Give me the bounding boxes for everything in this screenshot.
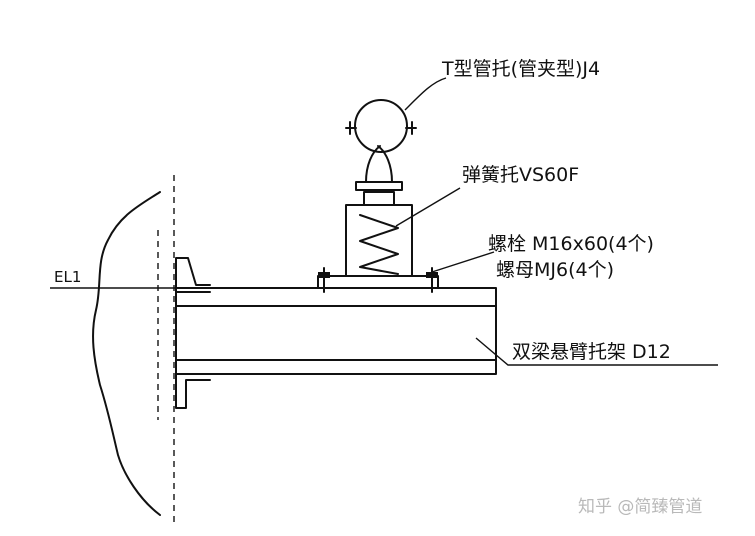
spring-can — [345, 204, 413, 277]
spring-top-flange — [355, 181, 403, 191]
leader-bolt — [431, 251, 495, 273]
pipe-circle — [354, 99, 408, 153]
nut-left — [318, 272, 330, 278]
upper-angle-bracket — [175, 257, 211, 293]
wall-outline — [92, 191, 161, 516]
nut-right — [426, 272, 438, 278]
pipe-clamp — [345, 121, 417, 135]
leader-cantilever — [475, 337, 718, 366]
spring-load-column — [363, 191, 395, 206]
label-spring-support: 弹簧托VS60F — [462, 164, 579, 186]
elevation-label: EL1 — [54, 268, 81, 286]
label-nut: 螺母MJ6(4个) — [496, 259, 614, 281]
leader-spring — [395, 187, 461, 227]
spring-coil — [359, 214, 399, 275]
beam-bottom-flange — [175, 359, 497, 375]
leader-pipe-shoe — [404, 77, 447, 111]
watermark: 知乎 @简臻管道 — [578, 497, 702, 517]
beam-top-flange — [175, 287, 497, 307]
lower-angle-bracket — [175, 371, 211, 409]
label-bolt: 螺栓 M16x60(4个) — [488, 233, 654, 255]
base-plate — [317, 275, 439, 289]
pipe-shoe-stem — [365, 145, 393, 183]
label-cantilever: 双梁悬臂托架 D12 — [512, 341, 671, 363]
label-pipe-shoe: T型管托(管夹型)J4 — [441, 58, 600, 80]
